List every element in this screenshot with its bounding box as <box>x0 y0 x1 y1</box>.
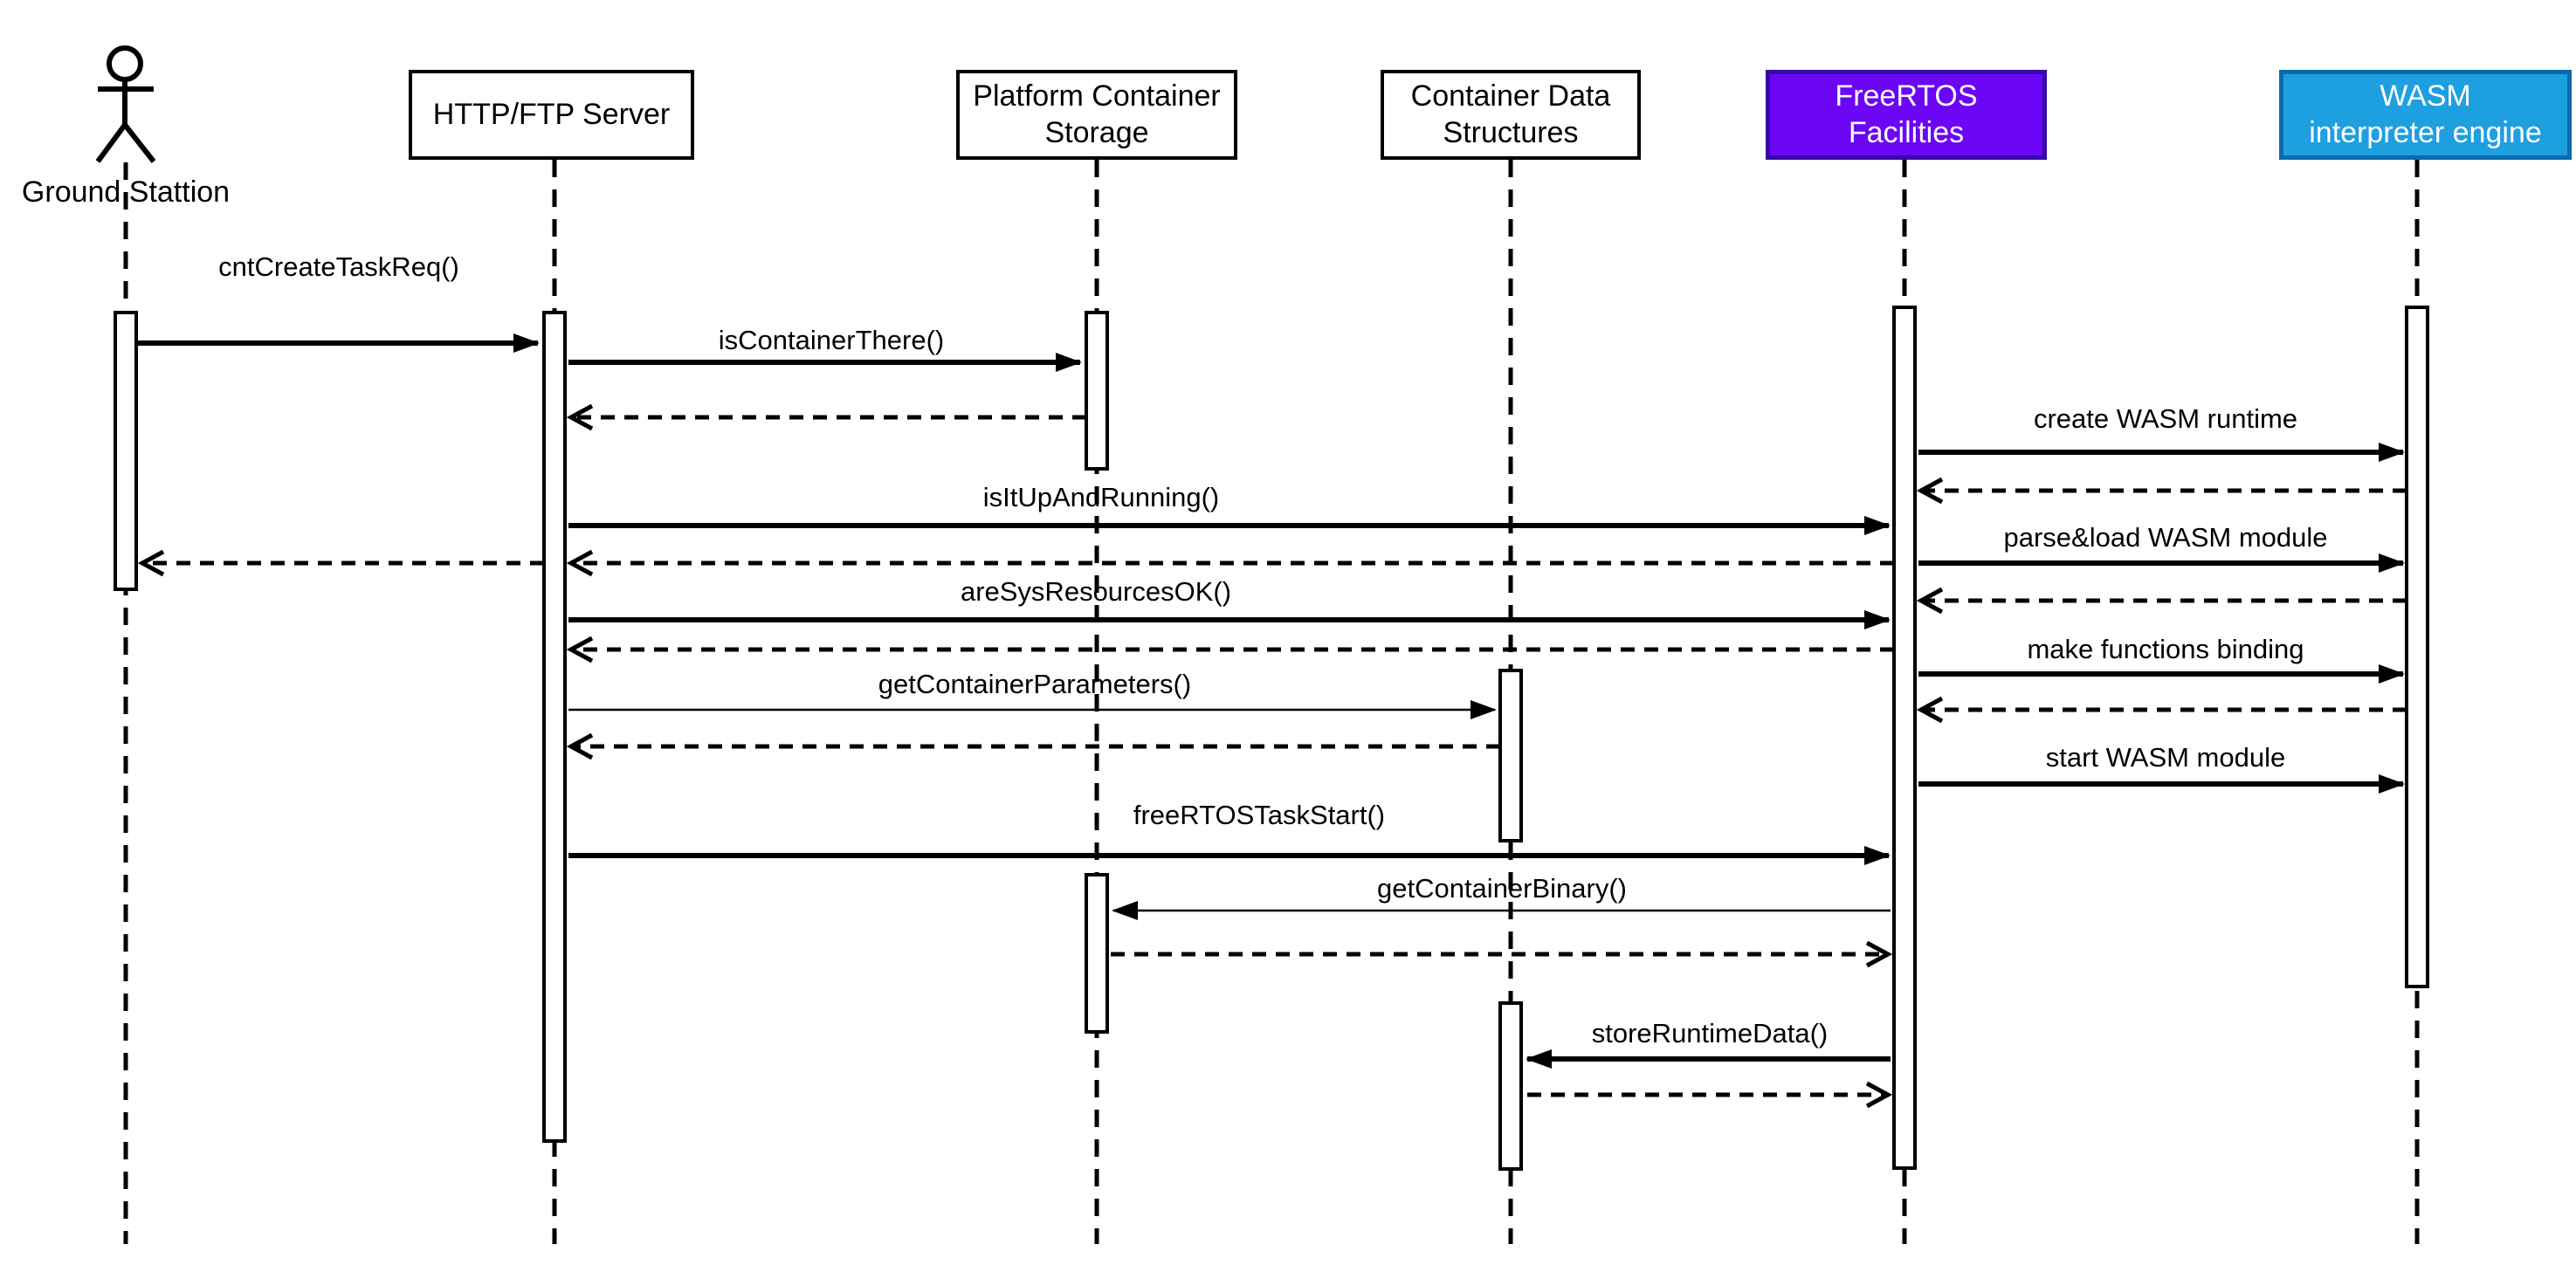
message-label-cntCreateTaskReq: cntCreateTaskReq() <box>218 251 459 282</box>
message-label-start-wasm-module: start WASM module <box>2045 742 2286 773</box>
message-label-parse-load-wasm-module: parse&load WASM module <box>2003 522 2328 553</box>
activation-bar-http-ftp-server <box>542 311 567 1143</box>
message-label-areSysResourcesOK: areSysResourcesOK() <box>960 576 1232 607</box>
message-label-isItUpAndRunning: isItUpAndRunning() <box>982 482 1220 512</box>
participant-ground-station-label: Ground Stattion <box>21 175 231 209</box>
activation-bar-platform-container-storage-1 <box>1085 311 1109 471</box>
participant-http-ftp-server: HTTP/FTP Server <box>409 70 694 160</box>
message-label-isContainerThere: isContainerThere() <box>718 325 945 355</box>
participant-freertos-facilities: FreeRTOS Facilities <box>1766 70 2047 160</box>
activation-bar-platform-container-storage-2 <box>1085 873 1109 1034</box>
actor-figure-ground-station <box>95 45 156 163</box>
activation-bar-freertos-facilities <box>1892 306 1917 1170</box>
activation-bar-ground-station <box>114 311 138 591</box>
activation-bar-wasm-interpreter-engine <box>2405 306 2429 988</box>
message-label-make-functions-binding: make functions binding <box>2027 634 2304 664</box>
participant-wasm-interpreter-engine: WASM interpreter engine <box>2279 70 2572 160</box>
participant-container-data-structures: Container Data Structures <box>1381 70 1641 160</box>
activation-bar-container-data-structures-1 <box>1498 669 1523 842</box>
activation-bar-container-data-structures-2 <box>1498 1001 1523 1171</box>
message-label-getContainerParameters: getContainerParameters() <box>878 669 1192 699</box>
message-label-storeRuntimeData: storeRuntimeData() <box>1591 1018 1829 1048</box>
message-label-create-wasm-runtime: create WASM runtime <box>2033 403 2298 434</box>
message-label-freeRTOSTaskStart: freeRTOSTaskStart() <box>1133 800 1386 830</box>
participant-platform-container-storage: Platform Container Storage <box>956 70 1237 160</box>
message-label-getContainerBinary: getContainerBinary() <box>1376 873 1628 904</box>
